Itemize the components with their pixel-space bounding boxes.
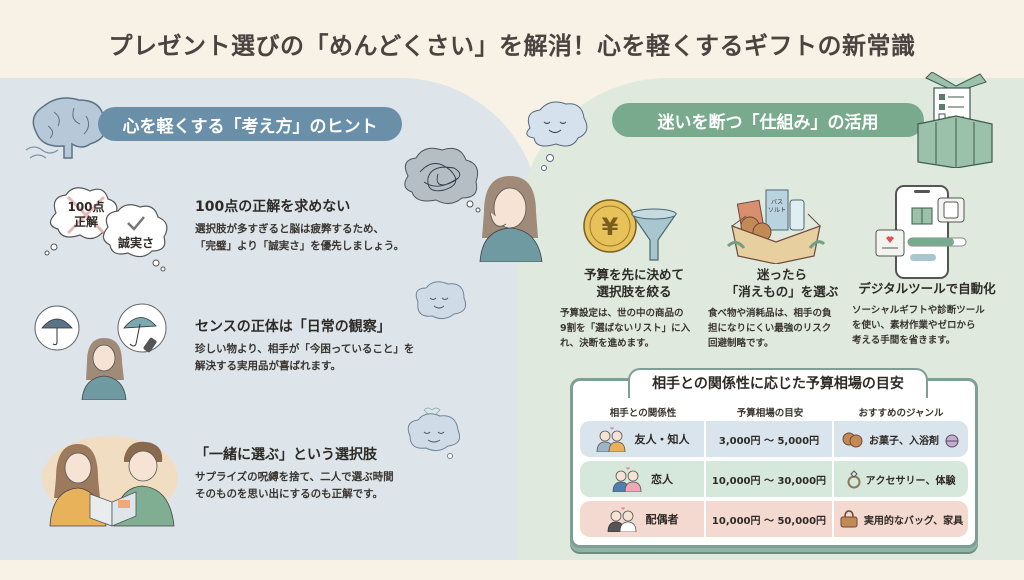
budget-range: 10,000円 ～ 30,000円: [706, 461, 834, 497]
hint-text: サプライズの呪縛を捨て、二人で選ぶ時間: [195, 471, 394, 483]
feature-title: デジタルツールで自動化: [858, 281, 996, 296]
hint-title: センスの正体は「日常の観察」: [195, 319, 391, 335]
feature-title: 予算を先に決めて: [583, 267, 684, 282]
hint-text: 解決する実用品が喜ばれます。: [195, 360, 341, 372]
bath-bomb-icon: [945, 434, 959, 448]
table-row-spouse: 配偶者 10,000円 ～ 50,000円 実用的なバッグ、家具: [580, 501, 968, 537]
heart-icon: [886, 236, 894, 243]
hint-title: 100点の正解を求めない: [195, 199, 351, 215]
cookie-icon: [842, 432, 863, 448]
consumables-box-icon: バス ソルト: [726, 189, 826, 264]
handbag-icon: [840, 510, 858, 528]
budget-table-title: 相手との関係性に応じた予算相場の目安: [628, 368, 928, 398]
left-section-heading: 心を軽くする「考え方」のヒント: [98, 107, 402, 141]
header-genre: おすすめのジャンル: [858, 408, 944, 419]
feature-text: 担になりにくい最強のリスク: [708, 323, 832, 334]
budget-range: 10,000円 ～ 50,000円: [706, 501, 834, 537]
hint-title: 「一緒に選ぶ」という選択肢: [195, 447, 377, 463]
feature-title: 選択肢を絞る: [596, 284, 672, 299]
header-relation: 相手との関係性: [609, 408, 677, 419]
feature-text: 予算設定は、世の中の商品の: [560, 308, 684, 319]
genre-label: アクセサリー、体験: [865, 475, 956, 487]
feature-budget-first: 予算を先に決めて選択肢を絞る 予算設定は、世の中の商品の 9割を「選ばないリスト」…: [560, 266, 708, 351]
hint-text: 選択肢が多すぎると脳は疲弊するため、: [195, 223, 384, 235]
smartphone-gift-icon: [875, 185, 967, 279]
feature-text: 9割を「選ばないリスト」に入: [560, 323, 691, 334]
feature-title: 「消えもの」を選ぶ: [725, 284, 839, 299]
lovers-couple-icon: [612, 467, 642, 492]
relation-label: 配偶者: [645, 513, 679, 526]
calm-cloud-icon: [407, 407, 461, 459]
happy-cloud-icon: [526, 101, 588, 171]
brain-icon: [25, 97, 107, 159]
checked-label: 誠実さ: [118, 235, 154, 250]
bath-salt-label: バス: [771, 199, 783, 206]
broken-umbrella-icon: [41, 318, 73, 329]
hint-text: 「完璧」より「誠実さ」を優先しましょう。: [195, 240, 405, 252]
feature-text: 回避制略です。: [708, 338, 774, 349]
hint-text: そのものを思い出にするのも正解です。: [195, 488, 384, 500]
budget-range: 3,000円 ～ 5,000円: [706, 421, 834, 457]
married-couple-icon: [607, 507, 636, 532]
tangled-thought-cloud-icon: [404, 147, 481, 213]
crossed-label-line1: 100点: [67, 199, 104, 214]
table-row-lover: 恋人 10,000円 ～ 30,000円 アクセサリー、体験: [580, 461, 968, 497]
feature-title: 迷ったら: [756, 267, 807, 282]
couple-reading-illustration: [42, 436, 178, 527]
check-icon: [127, 216, 145, 231]
woman-umbrella-illustration: [34, 303, 167, 400]
svg-text:ソルト: ソルト: [768, 207, 786, 214]
feature-consumables: 迷ったら「消えもの」を選ぶ 食べ物や消耗品は、相手の負担になりにくい最強のリスク…: [708, 266, 856, 351]
genre-label: お菓子、入浴剤: [869, 435, 939, 447]
feature-text: 考える手間を省きます。: [852, 335, 956, 346]
hint-observation: センスの正体は「日常の観察」 珍しい物より、相手が「今困っていること」を解決する…: [195, 316, 414, 375]
yen-coin-funnel-icon: ¥: [583, 199, 678, 261]
hint-perfect-answer: 100点の正解を求めない 選択肢が多すぎると脳は疲弊するため、「完璧」より「誠実…: [195, 196, 404, 255]
header-budget: 予算相場の目安: [736, 408, 804, 419]
thought-clouds-illustration: 100点 正解 誠実さ: [44, 187, 168, 272]
feature-text: 食べ物や消耗品は、相手の負: [708, 308, 832, 319]
feature-digital-tools: デジタルツールで自動化 ソーシャルギフトや診断ツールを使い、素材作業やゼロから考…: [852, 280, 1002, 348]
relation-label: 友人・知人: [634, 433, 690, 446]
gift-box-checklist-icon: [917, 72, 993, 168]
calm-brain-cloud-icon: [415, 281, 467, 320]
page-title: プレゼント選びの「めんどくさい」を解消！心を軽くするギフトの新常識: [108, 32, 916, 60]
feature-text: れ、決断を進めます。: [560, 338, 655, 349]
crossed-label-line2: 正解: [74, 214, 98, 229]
yen-icon: ¥: [602, 213, 619, 241]
feature-text: ソーシャルギフトや診断ツール: [852, 305, 985, 316]
relation-label: 恋人: [651, 473, 673, 486]
friends-couple-icon: [596, 427, 625, 452]
hint-text: 珍しい物より、相手が「今困っていること」を: [195, 343, 415, 355]
ring-icon: [847, 470, 861, 489]
worried-woman-illustration: [479, 176, 543, 262]
genre-label: 実用的なバッグ、家具: [863, 515, 964, 527]
umbrella-icon: [123, 317, 157, 329]
hint-choose-together: 「一緒に選ぶ」という選択肢 サプライズの呪縛を捨て、二人で選ぶ時間そのものを思い…: [195, 444, 394, 503]
right-section-heading: 迷いを断つ「仕組み」の活用: [612, 103, 924, 137]
table-row-friend: 友人・知人 3,000円 ～ 5,000円 お菓子、入浴剤: [580, 421, 968, 457]
feature-text: を使い、素材作業やゼロから: [852, 320, 976, 331]
